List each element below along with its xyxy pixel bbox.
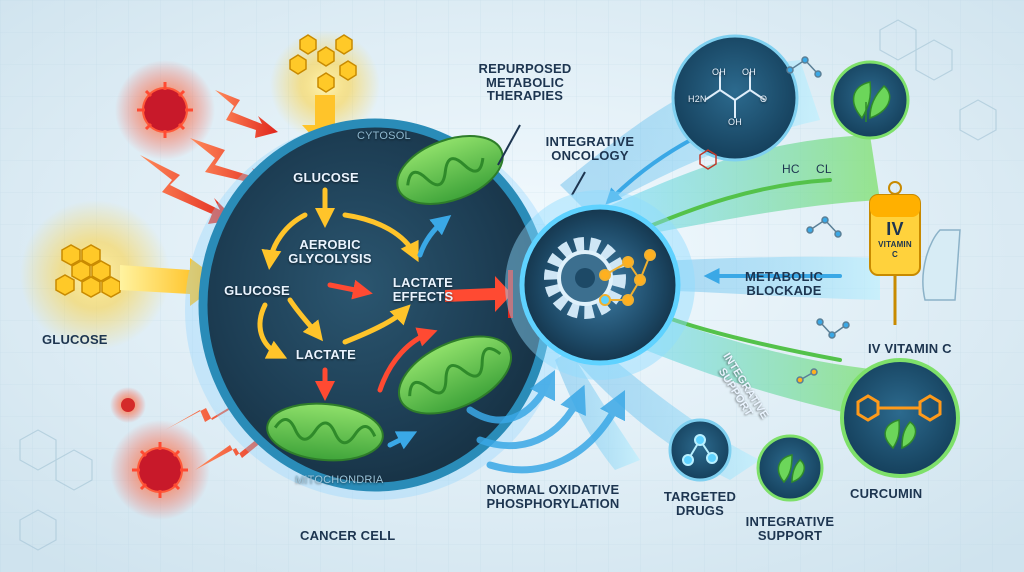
chem-hc: HC bbox=[782, 163, 800, 176]
lactate-label: LACTATE bbox=[286, 348, 366, 362]
mitochondria-label: MITOCHONDRIA bbox=[295, 475, 383, 487]
repurposed-therapies-label: REPURPOSED METABOLIC THERAPIES bbox=[470, 62, 580, 103]
virus-icon-small bbox=[110, 387, 146, 423]
aerobic-glycolysis-label: AEROBIC GLYCOLYSIS bbox=[278, 238, 382, 265]
curcumin-label: CURCUMIN bbox=[850, 487, 922, 501]
metabolic-blockade-label: METABOLIC BLOCKADE bbox=[735, 270, 833, 297]
integrative-oncology-label: INTEGRATIVE ONCOLOGY bbox=[545, 135, 635, 162]
glucose-outside-label: GLUCOSE bbox=[42, 333, 108, 347]
curcumin-disc bbox=[842, 360, 958, 476]
chem-oh-3: OH bbox=[728, 118, 742, 127]
glucose-top-label: GLUCOSE bbox=[288, 171, 364, 185]
iv-bag-label-big: IV bbox=[872, 220, 918, 239]
targeted-drugs-disc bbox=[670, 420, 730, 480]
targeted-drugs-label: TARGETED DRUGS bbox=[660, 490, 740, 517]
cancer-cell-label: CANCER CELL bbox=[300, 529, 395, 543]
chem-oh-1: OH bbox=[712, 68, 726, 77]
iv-vitamin-c-label: IV VITAMIN C bbox=[868, 342, 952, 356]
chem-cl: CL bbox=[816, 163, 832, 176]
chem-nh2: H2N bbox=[688, 95, 707, 104]
chem-o: O bbox=[760, 95, 767, 104]
lactate-effects-label: LACTATE EFFECTS bbox=[376, 276, 470, 303]
integrative-support-label: INTEGRATIVE SUPPORT bbox=[740, 515, 840, 542]
iv-bag-label-line2: C bbox=[872, 251, 918, 259]
cytosol-label: CYTOSOL bbox=[357, 131, 411, 143]
iv-bag-label-line1: VITAMIN bbox=[872, 241, 918, 249]
glucose-mid-label: GLUCOSE bbox=[212, 284, 302, 298]
normal-oxphos-label: NORMAL OXIDATIVE PHOSPHORYLATION bbox=[478, 483, 628, 510]
chem-oh-2: OH bbox=[742, 68, 756, 77]
